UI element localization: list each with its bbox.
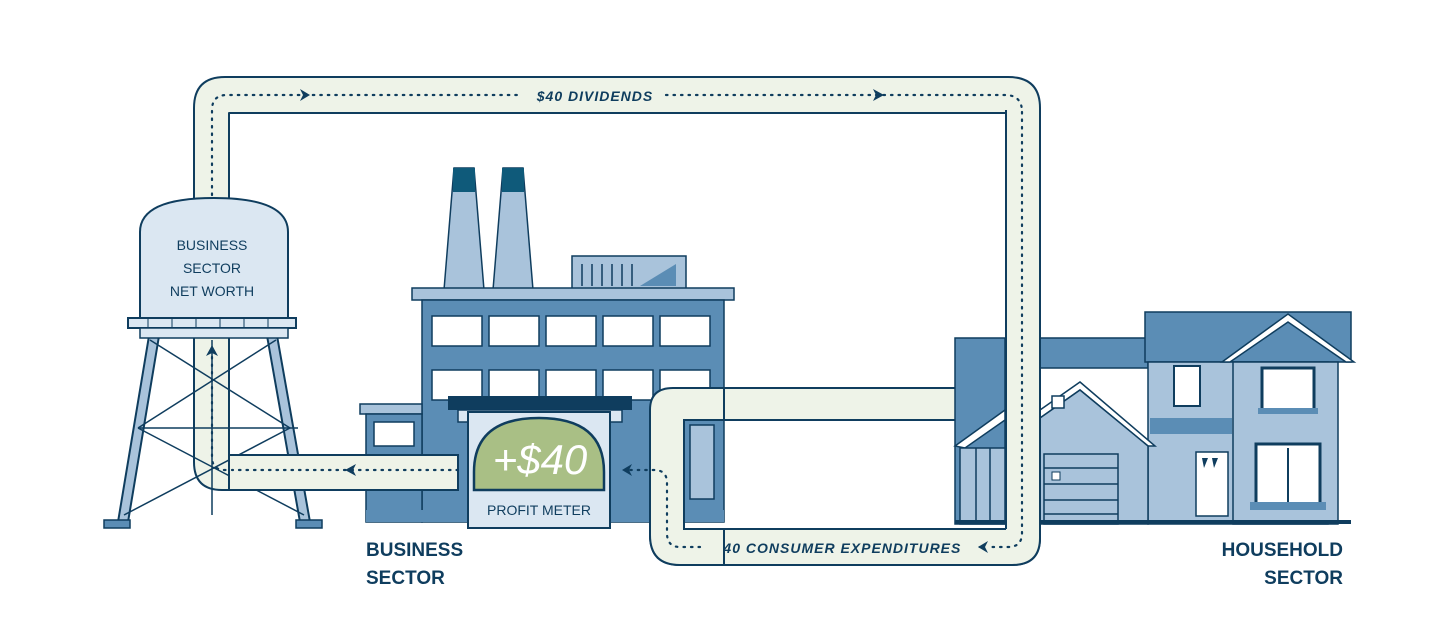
profit-meter: +$40 PROFIT METER	[448, 396, 632, 529]
meter-value: +$40	[493, 436, 588, 483]
dividends-label: $40 DIVIDENDS	[536, 88, 653, 104]
dividends-dotted-path	[210, 93, 522, 197]
tank-label-line3: NET WORTH	[170, 283, 254, 299]
meter-dial	[472, 416, 606, 492]
arrow-right-icon	[873, 89, 884, 101]
consumer-expenditures-label: $40 CONSUMER EXPENDITURES	[714, 540, 962, 556]
business-sector-label-line1: BUSINESS	[366, 540, 463, 561]
household-sector-label-line1: HOUSEHOLD	[1222, 540, 1343, 561]
tank-label-line2: SECTOR	[183, 260, 241, 276]
tank-label-line1: BUSINESS	[177, 237, 248, 253]
household-sector-label-line2: SECTOR	[1264, 568, 1343, 589]
business-sector-label-line2: SECTOR	[366, 568, 445, 589]
household-houses	[953, 311, 1357, 525]
net-worth-tank: BUSINESS SECTOR NET WORTH	[103, 196, 323, 529]
arrow-right-icon	[300, 89, 310, 101]
tank-body	[139, 196, 289, 319]
meter-label: PROFIT METER	[487, 502, 591, 518]
